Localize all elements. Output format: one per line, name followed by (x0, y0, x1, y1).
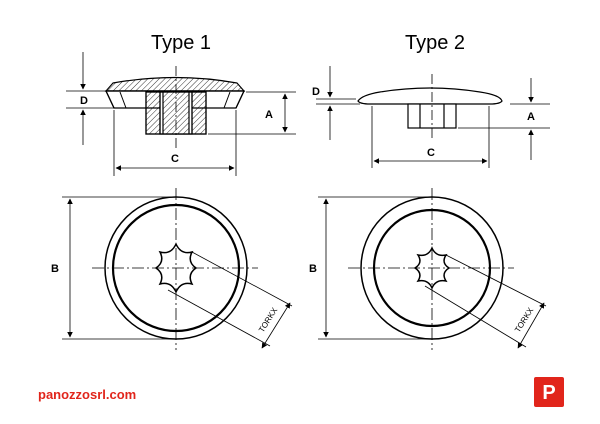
type1-dimension-c (113, 110, 237, 176)
type1-label-a: A (265, 109, 273, 121)
type1-title: Type 1 (151, 32, 212, 54)
type2-label-d: D (312, 86, 320, 98)
logo-letter: P (542, 382, 555, 404)
type1-dimension-torx (167, 251, 293, 349)
type2-label-c: C (427, 147, 435, 159)
type2-label-a: A (527, 111, 535, 123)
type1-label-d: D (80, 95, 88, 107)
type2-dimension-torx (424, 254, 547, 349)
type1-side-view (104, 66, 246, 148)
type2-dimension-c (371, 106, 490, 168)
type1-dimension-b (62, 196, 176, 340)
type2-dimension-d (316, 66, 360, 140)
type1-cap-profile (104, 76, 246, 92)
type1-label-c: C (171, 153, 179, 165)
website-link[interactable]: panozzosrl.com (38, 387, 137, 402)
type1-label-b: B (51, 263, 59, 275)
type1-label-torx: TORKX (257, 305, 280, 334)
panozzo-logo-icon: P (534, 377, 564, 407)
type2-dimension-a (458, 78, 550, 160)
type2-side-view (357, 74, 503, 140)
type1-dimension-d (66, 52, 114, 145)
type1-dimension-a (208, 91, 296, 135)
type2-cap-profile (357, 87, 503, 105)
type2-top-view (348, 188, 514, 350)
type2-label-b: B (309, 263, 317, 275)
type2-dimension-b (318, 196, 432, 340)
type2-title: Type 2 (405, 32, 466, 54)
type2-label-torx: TORKX (513, 305, 536, 334)
